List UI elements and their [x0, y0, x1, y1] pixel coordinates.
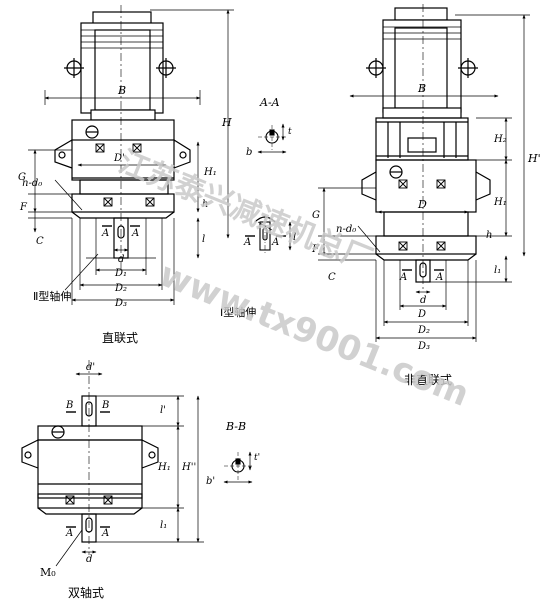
dim-l-prime: l'	[160, 405, 166, 416]
direct-view-labels: B H H₁ G D' n-d₀ F C h l d D₁ D₂ D₃ A A …	[18, 84, 256, 345]
dim-F: F	[19, 202, 28, 213]
dim-M0: M₀	[40, 566, 56, 579]
section-aa-title: A-A	[259, 96, 280, 109]
caption-direct: 直联式	[102, 331, 138, 345]
section-mark-A-right: A	[101, 528, 109, 539]
dim-B: B	[417, 82, 426, 95]
dim-H: H	[221, 116, 232, 129]
motor-body	[80, 22, 164, 114]
gearbox-body	[37, 439, 143, 499]
type1-mark-A-left: A	[243, 237, 251, 248]
dim-G: G	[312, 210, 320, 221]
dim-H-prime: H'	[527, 152, 541, 165]
section-bb-dim-b-prime: b'	[206, 476, 215, 487]
bolt-mark-icon	[95, 143, 155, 207]
bolt-mark-icon	[65, 495, 113, 505]
section-bb	[223, 451, 253, 484]
section-mark-A-right: A	[131, 228, 139, 239]
section-bb-title: B-B	[225, 420, 246, 433]
dim-d: d	[118, 254, 124, 265]
type1-shaft-detail	[245, 215, 292, 255]
section-aa-dim-b: b	[246, 147, 252, 158]
section-bb-dim-t-prime: t'	[254, 453, 260, 463]
dim-n-d0: n-d₀	[336, 224, 356, 235]
dim-D: D	[417, 198, 427, 211]
section-mark-A-left: A	[65, 528, 73, 539]
caption-double-shaft: 双轴式	[68, 585, 104, 600]
dim-H2: H₂	[493, 134, 507, 145]
section-aa	[257, 123, 287, 154]
dim-H1: H₁	[493, 197, 507, 208]
note-type2-shaft: Ⅱ型轴伸	[33, 289, 71, 303]
dim-d: d	[420, 295, 426, 306]
dim-h: h	[486, 230, 492, 241]
dim-B: B	[117, 84, 126, 97]
dim-C: C	[328, 272, 336, 283]
dim-d-prime: d'	[86, 362, 95, 373]
bolt-mark-icon	[398, 179, 446, 251]
section-mark-A-left: A	[101, 228, 109, 239]
section-mark-A-left: A	[399, 272, 407, 283]
dim-D3: D₃	[114, 298, 127, 309]
dim-l1: l₁	[494, 265, 501, 276]
dim-D-prime: D'	[113, 153, 125, 164]
dim-D1: D₁	[114, 268, 127, 279]
dim-D3: D₃	[417, 341, 430, 352]
gearbox-top	[71, 119, 175, 143]
section-mark-A-right: A	[435, 272, 443, 283]
note-type1-shaft: Ⅰ型轴伸	[220, 305, 256, 319]
dim-D1: D	[417, 309, 426, 320]
lifting-eye-icon	[366, 58, 478, 78]
non-direct-view-labels: B H₂ H' H₁ D G n-d₀ F h C l₁ d D D₂ D₃ A…	[311, 82, 541, 387]
dim-H-double: H''	[181, 462, 196, 473]
caption-non-direct: 非直联式	[404, 373, 452, 387]
base-flange	[375, 235, 477, 255]
section-mark-B-right: B	[101, 400, 109, 411]
dim-l: l	[202, 234, 205, 245]
section-mark-B-left: B	[65, 400, 73, 411]
base-flange	[37, 493, 143, 509]
dim-F: F	[311, 244, 320, 255]
direct-view	[28, 5, 273, 305]
dim-H1: H₁	[157, 462, 171, 473]
non-direct-view	[318, 4, 530, 342]
type1-dim-l: l	[293, 232, 296, 243]
dim-D2: D₂	[417, 325, 430, 336]
gearbox-body	[71, 139, 175, 181]
double-shaft-view-labels: d' B B l' H₁ H'' l₁ A A d M₀ 双轴式	[40, 362, 196, 600]
dim-d: d	[86, 554, 92, 565]
base-flange	[71, 193, 175, 213]
section-aa-dim-t: t	[288, 127, 292, 137]
dim-H1: H₁	[203, 167, 217, 178]
double-shaft-view	[21, 360, 204, 567]
dim-h: h	[202, 199, 208, 210]
motor-top-cap	[92, 11, 152, 25]
dim-D2: D₂	[114, 283, 127, 294]
coupling-frame	[375, 117, 469, 161]
type1-mark-A-right: A	[271, 237, 279, 248]
dim-G: G	[18, 172, 26, 183]
dim-l1: l₁	[160, 520, 167, 531]
lifting-eye-icon	[64, 58, 176, 78]
dim-C: C	[36, 236, 44, 247]
dim-n-d0: n-d₀	[22, 178, 42, 189]
